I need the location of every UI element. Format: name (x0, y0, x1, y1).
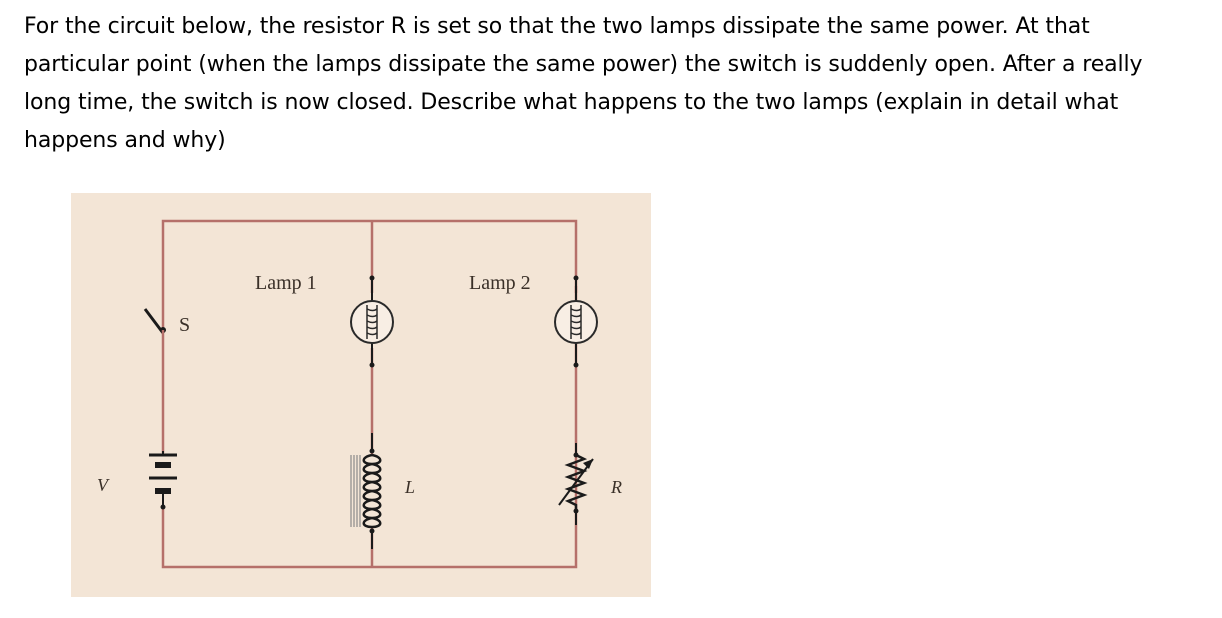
voltage-label: V (97, 475, 110, 495)
resistor-symbol (558, 453, 594, 511)
dot-lamp1-bottom (369, 362, 375, 368)
resistor-label: R (610, 477, 622, 497)
switch-blade (143, 308, 165, 334)
inductor-coil-front (371, 453, 382, 529)
switch-label: S (179, 314, 190, 336)
question-line-2: particular point (when the lamps dissipa… (24, 52, 1143, 77)
dot-inductor-top (369, 448, 375, 454)
lamp2-symbol (554, 300, 598, 344)
battery-symbol (149, 451, 177, 510)
lamp2-filament (570, 308, 582, 336)
switch-symbol (143, 308, 166, 418)
circuit-diagram: S V Lamp 1 Lamp 2 (71, 193, 651, 597)
inductor-label: L (404, 477, 415, 497)
lamp2-label: Lamp 2 (469, 272, 531, 294)
lamp1-symbol (350, 300, 394, 344)
lamp1-filament (366, 308, 378, 336)
lamp1-label: Lamp 1 (255, 272, 317, 294)
question-line-3: long time, the switch is now closed. Des… (24, 90, 1119, 115)
circuit-figure: S V Lamp 1 Lamp 2 (71, 193, 651, 597)
question-text: For the circuit below, the resistor R is… (24, 8, 1220, 160)
inductor-symbol (350, 453, 382, 529)
dot-inductor-bottom (369, 528, 375, 534)
resistor-zigzag (564, 453, 588, 511)
resistor-arrow-head (583, 459, 593, 469)
dot-lamp1-top (369, 275, 375, 281)
inductor-core (350, 455, 361, 527)
outer-wire (161, 219, 578, 569)
figure-background (71, 193, 651, 597)
dot-lamp2-bottom (573, 362, 579, 368)
question-line-4: happens and why) (24, 128, 226, 153)
battery-dot (160, 504, 166, 510)
dot-lamp2-top (573, 275, 579, 281)
question-line-1: For the circuit below, the resistor R is… (24, 14, 1090, 39)
